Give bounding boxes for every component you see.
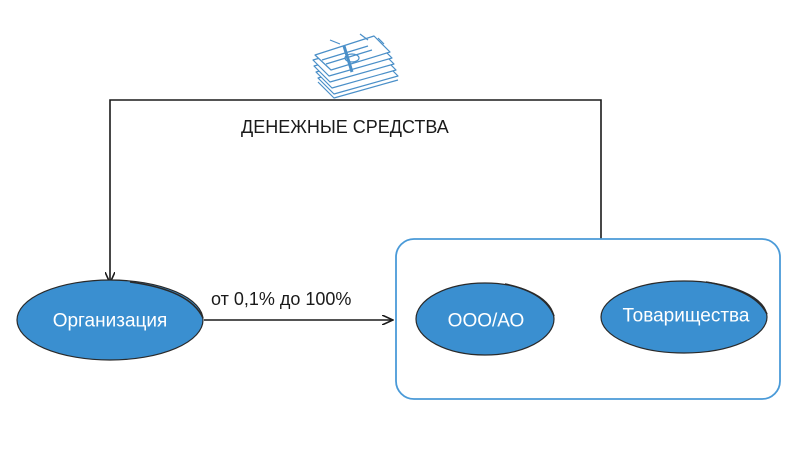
money-flow-label: ДЕНЕЖНЫЕ СРЕДСТВА [241, 117, 449, 137]
money-flow-line [110, 99, 602, 282]
organization-label: Организация [52, 310, 168, 332]
money-stack-icon [312, 33, 399, 99]
entity-container [395, 238, 781, 400]
ooo-ao-node[interactable] [415, 282, 555, 356]
partnerships-label: Товарищества [622, 305, 750, 327]
share-range-label: от 0,1% до 100% [211, 289, 352, 309]
ooo-ao-label: ООО/АО [447, 310, 525, 332]
organization-node[interactable] [16, 279, 204, 361]
partnerships-node[interactable] [600, 280, 768, 354]
